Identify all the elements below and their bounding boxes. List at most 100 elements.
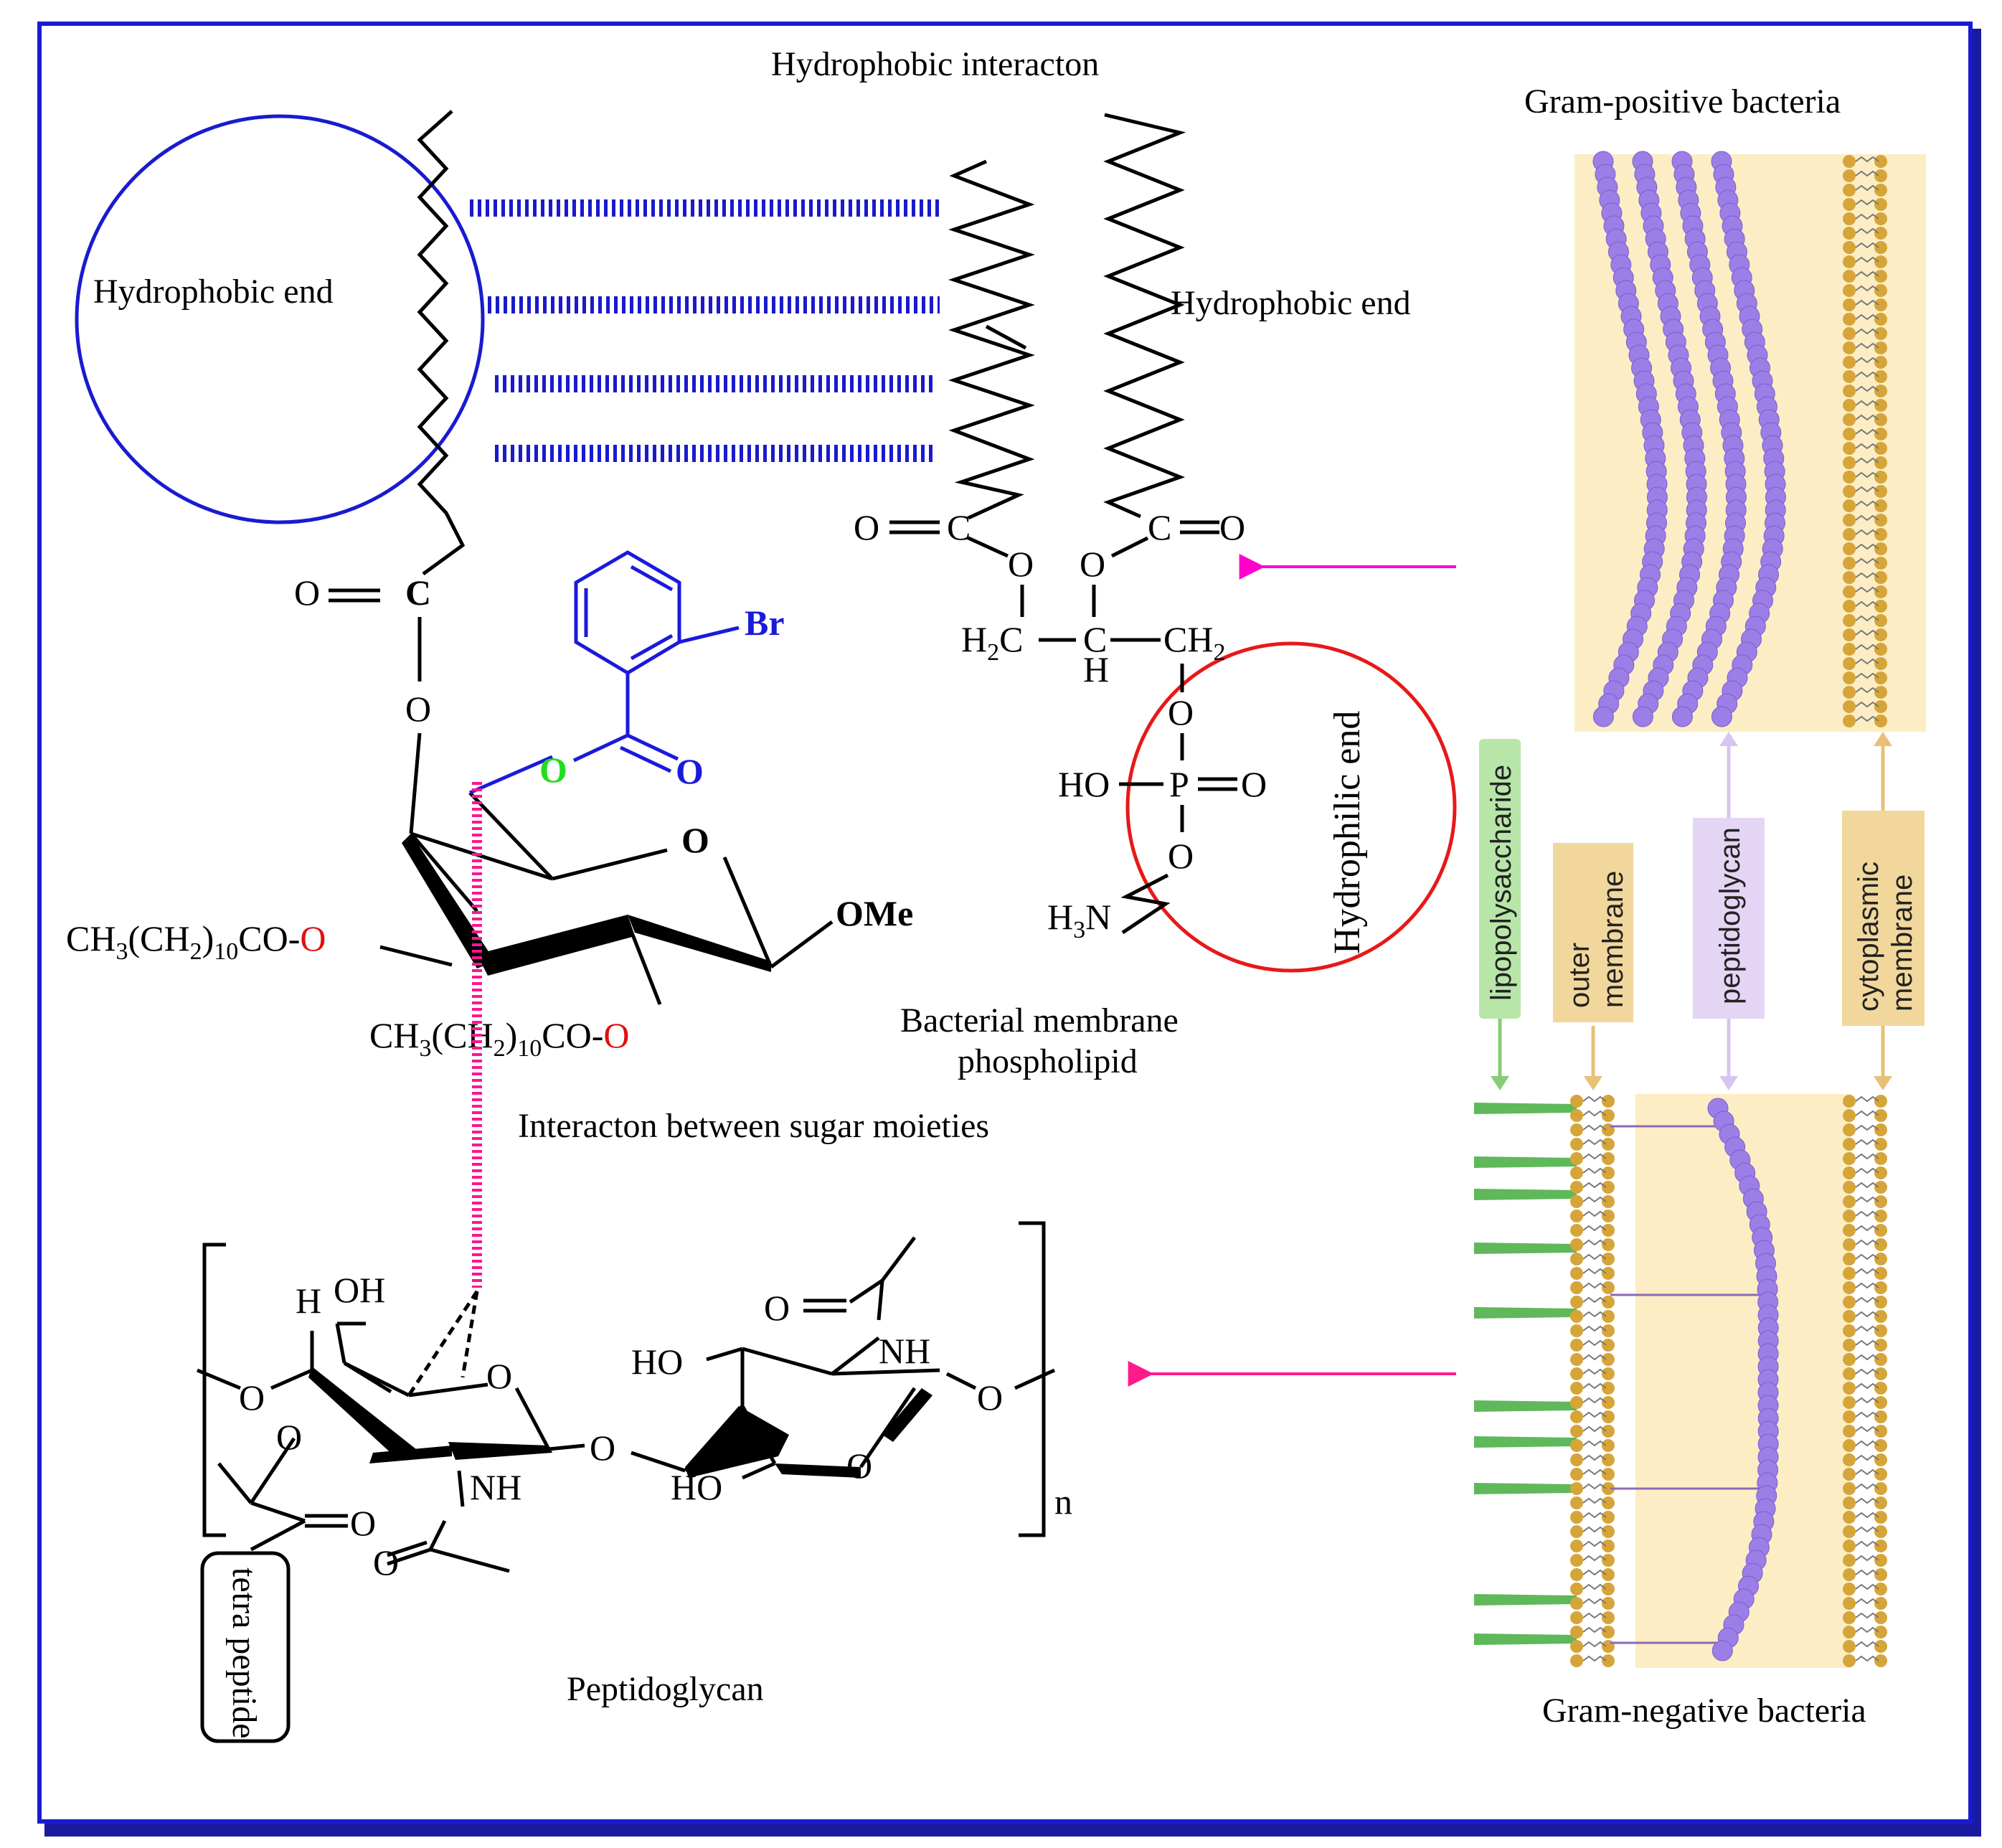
lipid-head — [1843, 399, 1856, 412]
lipid-head — [1602, 1568, 1615, 1581]
lipid-head — [1602, 1410, 1615, 1423]
lipid-tail — [1582, 1497, 1607, 1504]
lipid-head — [1602, 1253, 1615, 1265]
lipid-head — [1874, 1511, 1887, 1524]
lipid-tail — [1855, 314, 1879, 321]
legend-peptidoglycan-bar — [1693, 818, 1765, 1019]
lipid-head — [1602, 1281, 1615, 1294]
pg-carbonyl-o-3: O — [764, 1288, 790, 1328]
lipid-head — [1874, 341, 1887, 354]
lipid-head — [1843, 356, 1856, 369]
lipid-head — [1843, 1511, 1856, 1524]
legend-lipopolysaccharide: lipopolysaccharide — [1486, 765, 1517, 1001]
lipid-head — [1843, 686, 1856, 699]
lipid-tail — [1855, 572, 1879, 579]
lipid-tail — [1855, 1583, 1879, 1590]
lipid-head — [1570, 1611, 1583, 1624]
lipid-tail — [1855, 1354, 1879, 1361]
lipid-head — [1874, 1353, 1887, 1366]
lipid-head — [1843, 499, 1856, 512]
lipid-head — [1570, 1296, 1583, 1309]
lipid-tail — [1582, 1167, 1607, 1174]
lipid-tail — [1855, 1512, 1879, 1519]
lipid-head — [1874, 514, 1887, 527]
left-ester-oxygen: O — [405, 689, 431, 729]
lipid-head — [1570, 1138, 1583, 1151]
lipid-head — [1602, 1367, 1615, 1380]
ome-group: OMe — [836, 893, 913, 933]
lipid-head — [1602, 1166, 1615, 1179]
lipid-head — [1843, 327, 1856, 340]
glycerol-c: C — [1083, 619, 1107, 659]
lipid-head — [1843, 1626, 1856, 1639]
lipid-tail — [1855, 1468, 1879, 1476]
bromobenzoate-group — [572, 550, 740, 773]
lipid-tail — [1855, 1382, 1879, 1390]
lipid-head — [1874, 413, 1887, 426]
lipid-head — [1874, 1238, 1887, 1251]
lipid-head — [1874, 255, 1887, 268]
lipid-head — [1570, 1152, 1583, 1165]
lipid-tail — [1855, 1095, 1879, 1103]
lipid-tail — [1855, 644, 1879, 651]
hydrophobic-end-left-label: Hydrophobic end — [93, 273, 334, 311]
lipid-head — [1570, 1267, 1583, 1280]
lipid-tail — [1855, 1182, 1879, 1189]
pg-carbonyl-o-1: O — [350, 1503, 376, 1543]
bromine-atom: Br — [745, 603, 785, 643]
lipid-tail — [1582, 1268, 1607, 1275]
lipid-head — [1874, 1267, 1887, 1280]
lipid-tail — [1582, 1124, 1607, 1131]
lipid-head — [1874, 1425, 1887, 1438]
lipid-tail — [1855, 701, 1879, 708]
lipid-head — [1874, 1310, 1887, 1323]
lipid-head — [1602, 1453, 1615, 1466]
legend-outer-line2: membrane — [1597, 871, 1629, 1008]
lipid-tail — [1582, 1440, 1607, 1447]
lipid-head — [1874, 1109, 1887, 1122]
lipid-tail — [1855, 1225, 1879, 1232]
bacterial-membrane-label-line2: phospholipid — [958, 1042, 1138, 1080]
lipid-head — [1843, 1525, 1856, 1538]
gram-negative-label: Gram-negative bacteria — [1542, 1692, 1866, 1730]
lipid-tail — [1855, 1483, 1879, 1490]
lipid-head — [1874, 657, 1887, 670]
lps-spike — [1474, 1634, 1577, 1645]
lipid-tail — [1582, 1425, 1607, 1433]
lipid-head — [1874, 212, 1887, 225]
gram-negative-lps — [1474, 1103, 1577, 1645]
lipid-head — [1843, 1410, 1856, 1423]
lipid-head — [1570, 1468, 1583, 1481]
lipid-tail — [1855, 1110, 1879, 1117]
lipid-tail — [1855, 1210, 1879, 1217]
sugar-wedge-right — [628, 915, 771, 972]
membrane-illustrations: lipopolysaccharide outer membrane peptid… — [1474, 151, 1926, 1668]
tetra-peptide-label: tetra peptide — [225, 1568, 263, 1739]
lipid-head — [1843, 155, 1856, 168]
lipid-head — [1843, 1095, 1856, 1108]
left-ester-carbonyl-o: O — [294, 572, 320, 613]
lipid-head — [1602, 1611, 1615, 1624]
gram-negative-peptidoglycan — [1707, 1098, 1779, 1661]
lipid-head — [1843, 1496, 1856, 1509]
lipid-tail — [1855, 687, 1879, 694]
lipid-head — [1874, 1410, 1887, 1423]
lipid-head — [1570, 1367, 1583, 1380]
lipid-head — [1874, 671, 1887, 684]
lipid-head — [1843, 1138, 1856, 1151]
lipid-tail — [1855, 457, 1879, 464]
lipid-head — [1602, 1109, 1615, 1122]
peptidoglycan-label: Peptidoglycan — [567, 1670, 764, 1708]
lipid-head — [1570, 1238, 1583, 1251]
lipid-tail — [1582, 1282, 1607, 1289]
pg-oh: OH — [334, 1270, 385, 1310]
lipid-tail — [1582, 1411, 1607, 1418]
lipid-head — [1874, 715, 1887, 727]
lipid-head — [1843, 1109, 1856, 1122]
hydrophilic-end-label: Hydrophilic end — [1327, 711, 1368, 954]
sugar-interaction-label: Interacton between sugar moieties — [518, 1107, 989, 1145]
lipid-tail — [1855, 1167, 1879, 1174]
pl-ester-o-right: O — [1080, 544, 1105, 584]
lipid-tail — [1582, 1296, 1607, 1304]
